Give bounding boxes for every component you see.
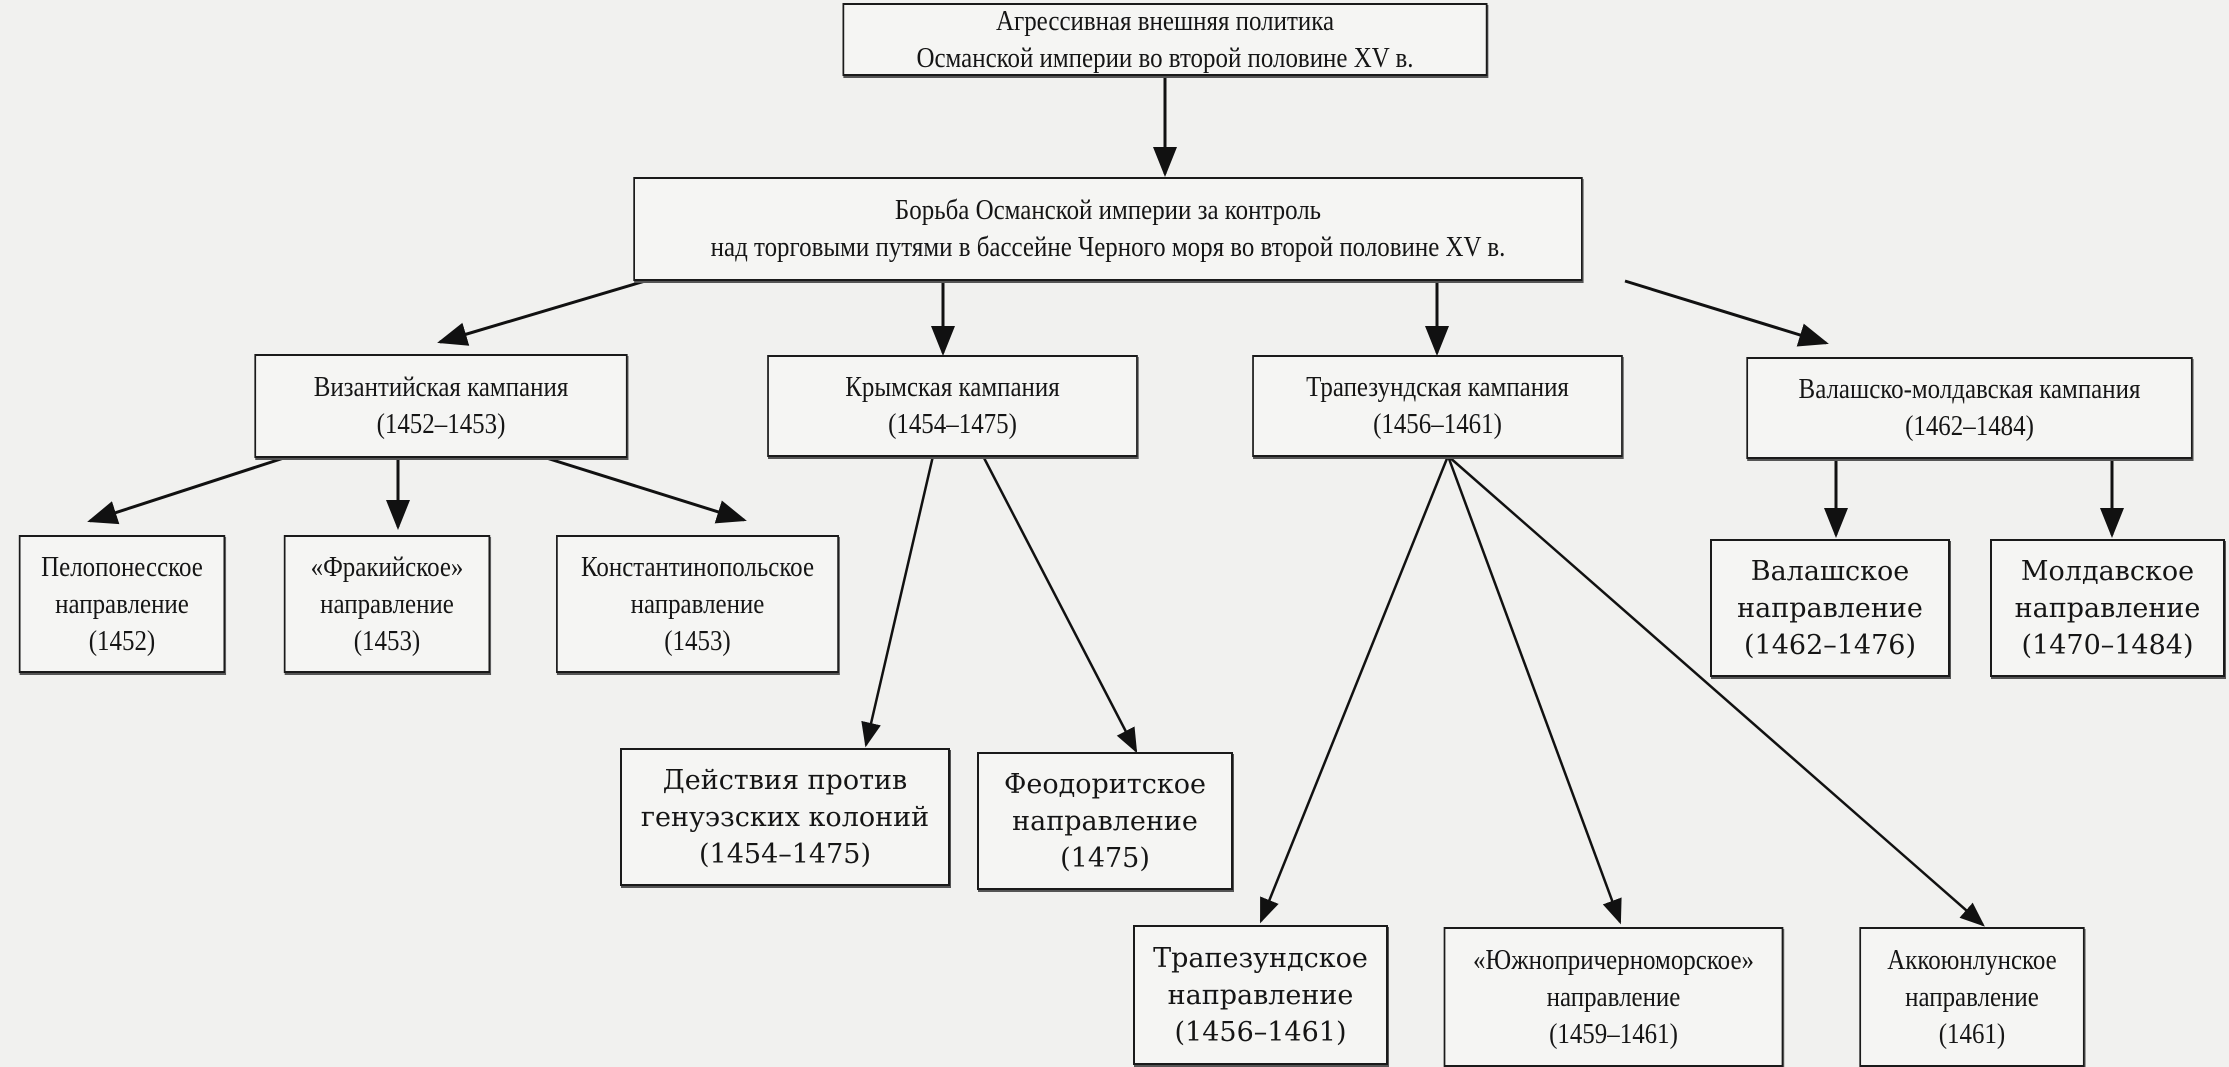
arrow-trebizond-to-akkoyunlu <box>1447 455 1985 927</box>
node-campaign-wallach-moldav: Валашско-молдавская кампания (1462–1484) <box>1746 357 2193 459</box>
direction-line: направление <box>1012 805 1198 837</box>
direction-years: (1453) <box>353 624 421 657</box>
arrow-trebizond-to-south-blacksea <box>1446 455 1622 925</box>
node-direction-peloponnese: Пелопонесское направление (1452) <box>18 535 226 673</box>
direction-line: Действия против <box>662 764 908 796</box>
direction-line: направление <box>1546 980 1681 1013</box>
direction-years: (1461) <box>1938 1017 2006 1050</box>
arrow-struggle-to-wallach-moldav <box>1624 279 1829 347</box>
arrow-struggle-to-byzantine <box>437 279 646 346</box>
campaign-title: Византийская кампания <box>313 371 569 403</box>
direction-years: (1459–1461) <box>1549 1017 1678 1050</box>
campaign-years: (1456–1461) <box>1373 408 1502 440</box>
direction-line: направление <box>320 587 454 620</box>
node-direction-trebizond: Трапезундское направление (1456–1461) <box>1133 925 1388 1065</box>
direction-years: (1475) <box>1060 842 1150 874</box>
campaign-title: Трапезундская кампания <box>1306 371 1569 403</box>
node-campaign-byzantine: Византийская кампания (1452–1453) <box>254 354 628 458</box>
direction-years: (1452) <box>88 624 156 657</box>
node-root-line-1: Агрессивная внешняя политика <box>995 4 1335 37</box>
node-direction-thracian: «Фракийское» направление (1453) <box>283 535 491 673</box>
direction-line: Константинопольское <box>580 550 815 583</box>
campaign-title: Крымская кампания <box>845 371 1060 403</box>
node-direction-south-blacksea: «Южнопричерноморское» направление (1459–… <box>1443 927 1784 1067</box>
direction-line: направление <box>2014 592 2201 624</box>
arrow-byzantine-to-constantinople <box>539 454 747 524</box>
node-campaign-trebizond: Трапезундская кампания (1456–1461) <box>1252 355 1623 457</box>
direction-line: Феодоритское <box>1004 768 1206 800</box>
campaign-years: (1452–1453) <box>376 408 506 440</box>
node-direction-moldavian: Молдавское направление (1470–1484) <box>1990 539 2225 677</box>
node-root: Агрессивная внешняя политика Османской и… <box>842 3 1488 76</box>
direction-line: «Южнопричерноморское» <box>1472 943 1755 976</box>
node-campaign-crimean: Крымская кампания (1454–1475) <box>767 355 1138 457</box>
direction-line: направление <box>630 587 765 620</box>
direction-years: (1454–1475) <box>699 838 871 870</box>
node-direction-theodoro: Феодоритское направление (1475) <box>977 752 1233 890</box>
direction-line: «Фракийское» <box>310 550 464 583</box>
node-direction-genoese: Действия против генуэзских колоний (1454… <box>620 748 950 886</box>
node-struggle-line-2: над торговыми путями в бассейне Черного … <box>710 231 1506 263</box>
node-struggle: Борьба Османской империи за контроль над… <box>633 177 1583 281</box>
arrow-crimean-to-theodoro <box>981 455 1138 754</box>
node-direction-wallachian: Валашское направление (1462–1476) <box>1710 539 1950 677</box>
node-root-line-2: Османской империи во второй половине XV … <box>916 41 1414 74</box>
node-direction-constantinople: Константинопольское направление (1453) <box>556 535 839 673</box>
direction-line: Валашское <box>1750 555 1910 587</box>
direction-line: направление <box>1737 592 1923 624</box>
campaign-years: (1462–1484) <box>1905 410 2034 442</box>
direction-years: (1453) <box>664 624 731 657</box>
direction-line: Трапезундское <box>1153 942 1368 974</box>
node-direction-akkoyunlu: Аккоюнлунское направление (1461) <box>1859 927 2085 1067</box>
campaign-title: Валашско-молдавская кампания <box>1798 373 2141 405</box>
direction-line: Аккоюнлунское <box>1887 943 2057 976</box>
direction-line: генуэзских колоний <box>640 801 930 833</box>
direction-line: направление <box>1905 980 2039 1013</box>
direction-years: (1470–1484) <box>2021 629 2194 661</box>
arrow-trebizond-to-trebizond-dir <box>1259 455 1450 924</box>
direction-years: (1462–1476) <box>1744 629 1916 661</box>
direction-line: Молдавское <box>2020 555 2195 587</box>
node-struggle-line-1: Борьба Османской империи за контроль <box>894 194 1322 226</box>
direction-line: направление <box>55 587 189 620</box>
direction-years: (1456–1461) <box>1174 1016 1347 1048</box>
direction-line: Пелопонесское <box>41 550 203 583</box>
arrow-byzantine-to-peloponnese <box>87 454 291 525</box>
direction-line: направление <box>1167 979 1354 1011</box>
campaign-years: (1454–1475) <box>888 408 1017 440</box>
arrow-crimean-to-genoese <box>861 455 935 748</box>
